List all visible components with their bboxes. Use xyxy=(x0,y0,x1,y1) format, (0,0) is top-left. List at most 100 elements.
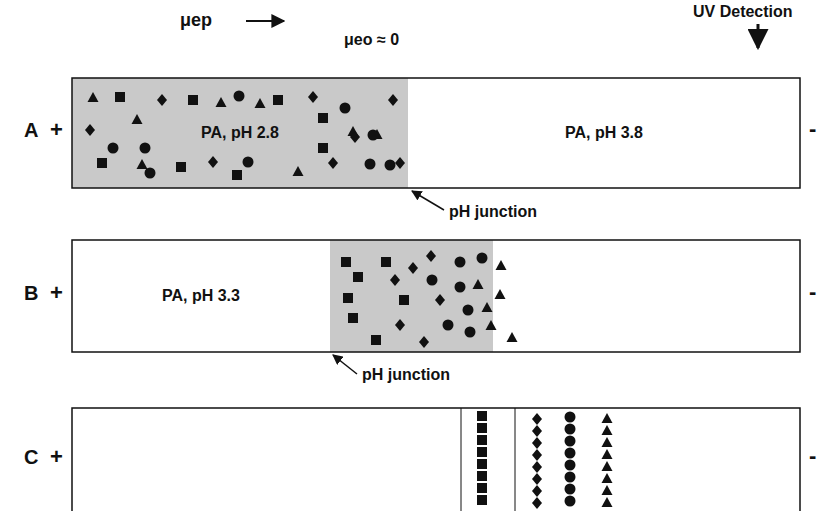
analyte-symbol xyxy=(486,320,497,330)
analyte-symbol xyxy=(273,95,283,105)
analyte-symbol xyxy=(395,319,405,331)
analyte-symbol xyxy=(455,282,466,293)
analyte-symbol xyxy=(188,95,198,105)
mobility-symbol: μep xyxy=(180,10,212,31)
low-ph-zone xyxy=(72,78,408,188)
analyte-symbol xyxy=(477,483,487,493)
analyte-symbol xyxy=(243,157,254,168)
analyte-symbol xyxy=(426,250,436,262)
analyte-symbol xyxy=(477,423,487,433)
analyte-symbol xyxy=(532,449,542,461)
electrode-sign: + xyxy=(50,280,63,306)
leader-line xyxy=(412,191,444,210)
analyte-symbol xyxy=(176,162,186,172)
analyte-symbol xyxy=(482,302,493,312)
leader-line xyxy=(333,355,357,374)
analyte-symbol xyxy=(602,473,613,483)
buffer-label: PA, pH 3.8 xyxy=(562,123,646,143)
analyte-symbol xyxy=(145,168,156,179)
analyte-symbol xyxy=(477,435,487,445)
analyte-symbol xyxy=(602,425,613,435)
analyte-symbol xyxy=(350,131,360,143)
electrode-sign: + xyxy=(50,444,63,470)
electrode-sign: + xyxy=(50,117,63,143)
direction-arrow xyxy=(246,20,284,22)
analyte-symbol xyxy=(368,130,379,141)
analyte-symbol xyxy=(565,484,576,495)
analyte-symbol xyxy=(565,448,576,459)
analyte-symbol xyxy=(427,275,438,286)
capillary xyxy=(72,240,800,352)
buffer-label: PA, pH 2.8 xyxy=(198,123,282,143)
buffer-zone: PA, pH 3.8 xyxy=(408,78,800,188)
analyte-symbol xyxy=(477,253,488,264)
analyte-symbol xyxy=(108,143,119,154)
analyte-symbol xyxy=(602,437,613,447)
analyte-symbol xyxy=(473,279,484,289)
panel-letter: C xyxy=(24,446,38,469)
analyte-symbol xyxy=(496,260,507,270)
analyte-symbol xyxy=(602,497,613,507)
analyte-symbol xyxy=(97,158,107,168)
analyte-symbol xyxy=(565,472,576,483)
low-ph-zone xyxy=(330,240,493,352)
analyte-symbol xyxy=(390,274,400,286)
analyte-symbol xyxy=(365,159,376,170)
analyte-symbol xyxy=(318,143,328,153)
junction-label: pH junction xyxy=(449,203,537,221)
analyte-symbol xyxy=(140,143,151,154)
detector-label: UV Detection xyxy=(693,3,793,21)
analyte-symbol xyxy=(565,436,576,447)
analyte-symbol xyxy=(328,157,338,169)
analyte-symbol xyxy=(532,473,542,485)
analyte-symbol xyxy=(507,332,518,342)
analyte-symbol xyxy=(208,156,218,168)
analyte-symbol xyxy=(88,92,99,102)
analyte-symbol xyxy=(348,313,358,323)
capillary xyxy=(72,78,800,188)
junction-label: pH junction xyxy=(362,366,450,384)
panel-letter: B xyxy=(24,282,38,305)
analyte-symbol xyxy=(477,459,487,469)
analyte-symbol xyxy=(343,293,353,303)
analyte-symbol xyxy=(532,413,542,425)
electrode-sign: - xyxy=(809,116,816,142)
analyte-symbol xyxy=(340,103,351,114)
analyte-symbol xyxy=(602,449,613,459)
buffer-zone: PA, pH 2.8 xyxy=(72,78,408,188)
detector-arrow xyxy=(757,24,760,48)
analyte-symbol xyxy=(385,160,396,171)
analyte-symbol xyxy=(532,437,542,449)
analyte-symbol xyxy=(308,91,318,103)
buffer-zone: PA, pH 3.3 xyxy=(72,240,330,352)
electrode-sign: - xyxy=(809,443,816,469)
analyte-symbol xyxy=(532,461,542,473)
analyte-symbol xyxy=(477,411,487,421)
zone-boundary xyxy=(461,408,462,511)
analyte-symbol xyxy=(341,257,351,267)
analyte-symbol xyxy=(408,262,418,274)
analyte-symbol xyxy=(532,425,542,437)
analyte-symbol xyxy=(388,94,398,106)
analyte-symbol xyxy=(602,485,613,495)
analyte-symbol xyxy=(353,272,363,282)
analyte-symbol xyxy=(477,447,487,457)
analyte-symbol xyxy=(395,157,405,169)
analyte-symbol xyxy=(602,413,613,423)
analyte-symbol xyxy=(565,412,576,423)
analyte-symbol xyxy=(602,461,613,471)
analyte-symbol xyxy=(565,460,576,471)
analyte-symbol xyxy=(232,170,242,180)
analyte-symbol xyxy=(565,496,576,507)
mobility-symbol: μeo ≈ 0 xyxy=(344,31,399,49)
analyte-symbol xyxy=(381,257,391,267)
analyte-symbol xyxy=(477,471,487,481)
analyte-symbol xyxy=(137,159,148,169)
analyte-symbol xyxy=(318,113,328,123)
capillary xyxy=(72,408,800,511)
analyte-symbol xyxy=(495,289,506,299)
analyte-symbol xyxy=(532,485,542,497)
analyte-symbol xyxy=(463,305,474,316)
